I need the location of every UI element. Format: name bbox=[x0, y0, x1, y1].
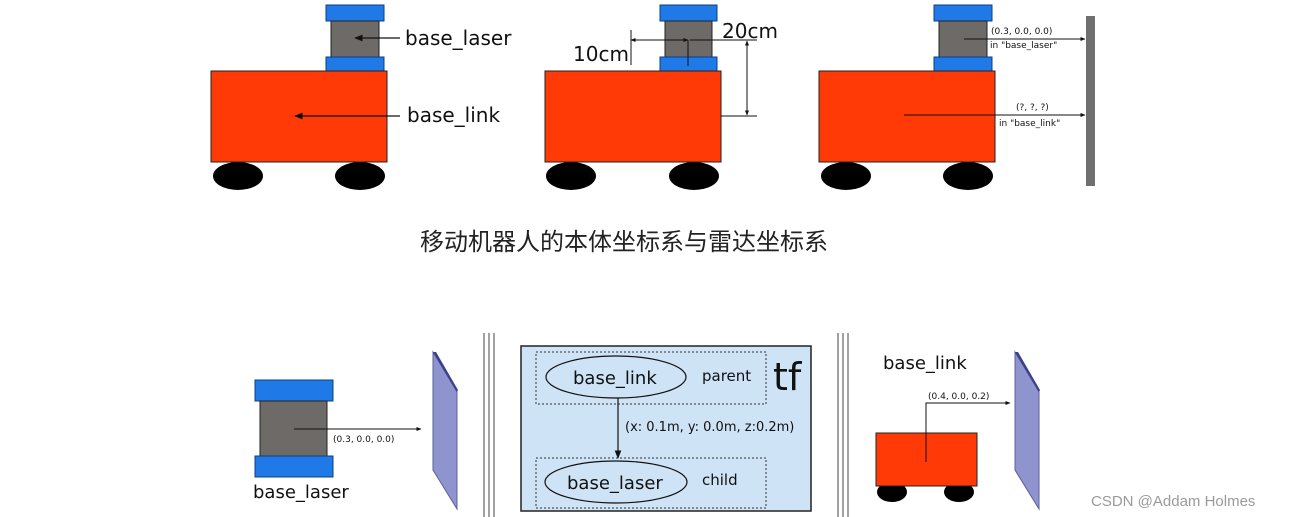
wheel-right bbox=[944, 482, 974, 502]
laser-bottom-cap bbox=[254, 455, 334, 478]
base-link-label: base_link bbox=[407, 103, 500, 127]
bottom-laser-panel: (0.3, 0.0, 0.0) base_laser bbox=[253, 350, 458, 511]
wheel-left bbox=[546, 162, 596, 190]
link-offset-arrow bbox=[925, 401, 1011, 462]
mirror-plane bbox=[1014, 350, 1040, 511]
wheel-left bbox=[213, 162, 263, 190]
child-node bbox=[544, 460, 688, 504]
wheel-right bbox=[943, 162, 993, 190]
link-coord-label: (?, ?, ?) bbox=[1016, 103, 1049, 113]
mirror-plane bbox=[432, 350, 458, 511]
mirror-edge bbox=[1015, 352, 1040, 392]
wheel-left bbox=[821, 162, 871, 190]
wheel-right bbox=[669, 162, 719, 190]
laser-top-cap bbox=[933, 4, 993, 22]
laser-top-cap bbox=[254, 379, 334, 402]
robot-2: 10cm 20cm bbox=[544, 4, 778, 190]
laser-coord-label: (0.3, 0.0, 0.0) bbox=[991, 27, 1052, 37]
base-laser-label: base_laser bbox=[253, 482, 349, 503]
parent-frame-box bbox=[535, 351, 767, 405]
wheel-right bbox=[335, 162, 385, 190]
laser-body bbox=[330, 20, 380, 59]
dy-label: 20cm bbox=[722, 19, 778, 43]
laser-frame-label: in "base_laser" bbox=[990, 41, 1057, 51]
diagram-caption: 移动机器人的本体坐标系与雷达坐标系 bbox=[420, 228, 828, 256]
parent-role-label: parent bbox=[702, 367, 751, 385]
parent-node bbox=[545, 355, 687, 399]
bottom-robot-panel: base_link (0.4, 0.0, 0.2) bbox=[875, 350, 1040, 511]
separator-right bbox=[837, 333, 849, 517]
parent-node-label: base_link bbox=[573, 368, 657, 389]
laser-top-cap bbox=[659, 4, 718, 22]
link-frame-label: in "base_link" bbox=[999, 119, 1060, 129]
base-laser-label: base_laser bbox=[405, 26, 512, 50]
robot-3: (0.3, 0.0, 0.0) in "base_laser" (?, ?, ?… bbox=[818, 4, 1095, 190]
tf-panel: base_link parent base_laser child tf (x:… bbox=[520, 345, 812, 512]
base-link-label: base_link bbox=[883, 353, 967, 374]
laser-top-cap bbox=[325, 4, 385, 22]
wheel-left bbox=[877, 482, 907, 502]
separator-left bbox=[483, 333, 495, 517]
laser-bottom-cap bbox=[933, 56, 993, 73]
tf-title: tf bbox=[773, 355, 803, 399]
robot-1: base_laser base_link bbox=[210, 4, 512, 190]
robot-body bbox=[544, 70, 722, 163]
transform-label: (x: 0.1m, y: 0.0m, z:0.2m) bbox=[625, 420, 794, 435]
wall bbox=[1086, 16, 1095, 186]
child-role-label: child bbox=[702, 471, 738, 489]
watermark: CSDN @Addam Holmes bbox=[1091, 493, 1255, 510]
dx-label: 10cm bbox=[573, 42, 629, 66]
link-coord-label: (0.4, 0.0, 0.2) bbox=[928, 392, 989, 402]
child-node-label: base_laser bbox=[567, 473, 663, 494]
laser-coord-label: (0.3, 0.0, 0.0) bbox=[333, 435, 394, 445]
robot-body bbox=[818, 70, 996, 163]
laser-bottom-cap bbox=[325, 56, 385, 73]
mirror-edge bbox=[433, 352, 458, 392]
